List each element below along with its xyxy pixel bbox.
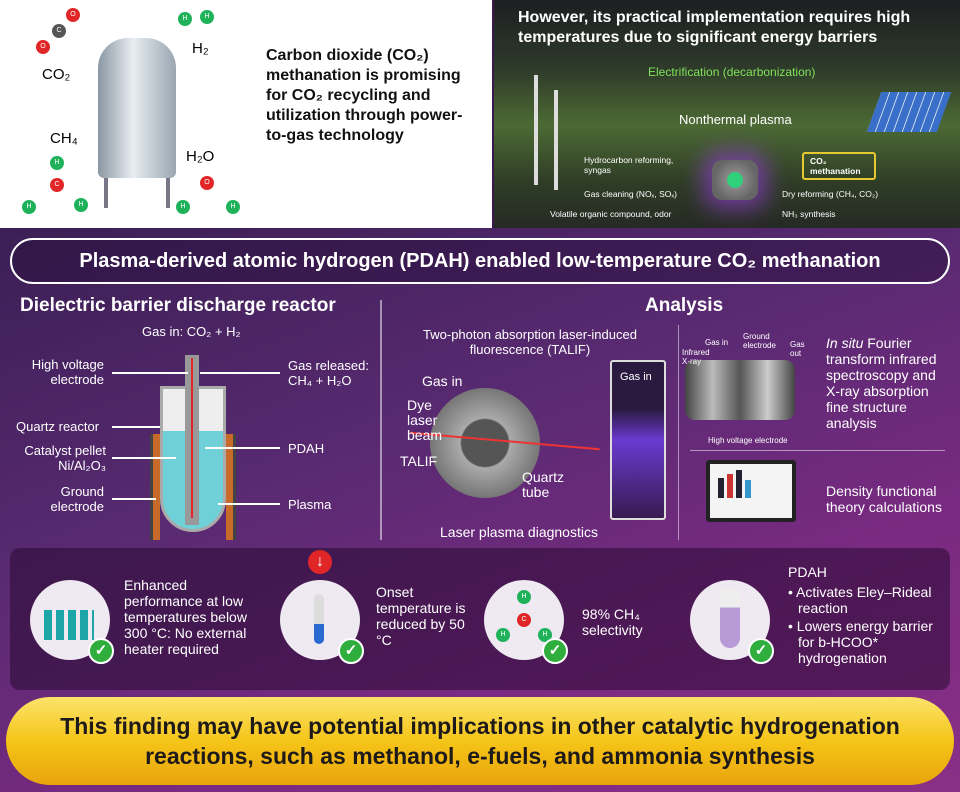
analysis-divider — [678, 325, 679, 540]
oxygen-atom: O — [36, 40, 50, 54]
hydrogen-atom: H — [200, 10, 214, 24]
gas-in-label: Gas in: CO₂ + H₂ — [142, 324, 241, 339]
cell-infrared-xray: Infrared X-ray — [682, 348, 710, 366]
app-co2-methanation: CO₂ methanation — [802, 152, 876, 180]
talif-title: Two-photon absorption laser-induced fluo… — [423, 327, 637, 357]
feature-selectivity: 98% CH₄ selectivity — [582, 606, 643, 638]
plasma-tube-box — [610, 360, 666, 520]
talif-label: TALIF — [400, 453, 438, 469]
check-icon: ✓ — [748, 638, 774, 664]
analysis-heading: Analysis — [645, 295, 724, 316]
down-arrow-icon: ↓ — [308, 550, 332, 574]
cell-ground-electrode: Ground electrode — [743, 332, 776, 350]
plasma-tube-gas-in: Gas in — [620, 371, 652, 383]
bar-icon — [718, 478, 724, 498]
oxygen-atom: O — [200, 176, 214, 190]
bullet-text: Lowers energy barrier for b-HCOO* hydrog… — [796, 618, 933, 666]
hydrogen-atom: H — [178, 12, 192, 26]
app-hydrocarbon: Hydrocarbon reforming, syngas — [584, 155, 674, 175]
nonthermal-plasma-label: Nonthermal plasma — [679, 112, 792, 127]
top-right-panel: However, its practical implementation re… — [494, 0, 960, 228]
gas-released-label: Gas released: CH₄ + H₂O — [288, 358, 369, 388]
carbon-atom: C — [50, 178, 64, 192]
app-voc: Volatile organic compound, odor — [550, 209, 672, 219]
co2-label: CO₂ — [42, 66, 71, 83]
catalyst-label: Catalyst pellet Ni/Al₂O₃ — [24, 443, 106, 473]
conclusion-text: This finding may have potential implicat… — [60, 713, 900, 769]
leader-line — [112, 498, 156, 500]
hydrogen-atom: H — [50, 156, 64, 170]
wind-turbine-icon — [554, 90, 558, 190]
insitu-cell-image — [685, 360, 795, 420]
app-gas-cleaning: Gas cleaning (NOₓ, SOₓ) — [584, 189, 677, 199]
hydrogen-atom: H — [176, 200, 190, 214]
cell-gas-in: Gas in — [705, 338, 729, 347]
app-dry-reforming: Dry reforming (CH₄, CO₂) — [782, 189, 879, 199]
catalyst-cluster-icon — [712, 160, 758, 200]
hydrogen-atom: H — [226, 200, 240, 214]
bar-icon — [727, 474, 733, 498]
talif-gas-in: Gas in — [422, 373, 463, 389]
hv-electrode-label: High voltage electrode — [31, 357, 104, 387]
carbon-atom: C — [52, 24, 66, 38]
co2-methanation-intro: Carbon dioxide (CO₂) methanation is prom… — [266, 47, 463, 144]
plasma-label: Plasma — [288, 497, 332, 512]
dft-label: Density functional theory calculations — [826, 483, 942, 515]
gas-flow-arrow — [191, 358, 193, 518]
solar-panel-icon — [866, 92, 952, 132]
feature-pdah-title: PDAH — [788, 564, 827, 580]
banner-text: Plasma-derived atomic hydrogen (PDAH) en… — [79, 250, 881, 272]
laser-plasma-diagnostics-label: Laser plasma diagnostics — [440, 524, 598, 540]
bullet-item: • Activates Eley–Rideal reaction — [788, 584, 932, 616]
h2-label: H₂ — [192, 40, 209, 57]
pdah-label: PDAH — [288, 441, 325, 456]
bar-icon — [745, 480, 751, 498]
check-icon: ✓ — [338, 638, 364, 664]
ground-electrode-right — [226, 434, 236, 540]
bullet-item: • Lowers energy barrier for b-HCOO* hydr… — [788, 618, 933, 666]
features-panel — [10, 548, 950, 690]
cell-hv-electrode: High voltage electrode — [708, 436, 788, 445]
tank-legs — [104, 178, 170, 208]
cell-gas-out: Gas out — [790, 340, 805, 358]
leader-line — [200, 372, 280, 374]
feature-performance: Enhanced performance at low temperatures… — [124, 577, 247, 657]
wind-turbine-icon — [534, 75, 538, 185]
conclusion-banner: This finding may have potential implicat… — [6, 697, 954, 785]
quartz-tube-label: Quartz tube — [522, 469, 565, 500]
insitu-italic: In situ — [826, 335, 864, 351]
leader-line — [112, 372, 188, 374]
bar-icon — [736, 470, 742, 498]
h2o-label: H₂O — [186, 148, 215, 165]
feature-pdah-bullets: • Activates Eley–Rideal reaction • Lower… — [788, 584, 948, 666]
ch4-label: CH₄ — [50, 130, 78, 147]
check-icon: ✓ — [542, 638, 568, 664]
ground-electrode-left — [150, 434, 160, 540]
check-icon: ✓ — [88, 638, 114, 664]
ground-electrode-label: Ground electrode — [50, 484, 104, 514]
insitu-description: In situ Fourier transform infrared spect… — [826, 335, 946, 431]
analysis-hr — [690, 450, 945, 451]
app-nh3-synthesis: NH₃ synthesis — [782, 209, 836, 219]
leader-line — [205, 447, 280, 449]
computer-monitor-icon — [706, 460, 796, 522]
dye-laser-label: Dye laser beam — [407, 397, 443, 443]
top-left-panel: O C O CO₂ H H H₂ CH₄ C H H H H₂O O H H C… — [0, 0, 492, 228]
bullet-text: Activates Eley–Rideal reaction — [796, 584, 932, 616]
section-divider-chevron — [380, 300, 382, 540]
insitu-text: Fourier transform infrared spectroscopy … — [826, 335, 937, 431]
leader-line — [112, 457, 176, 459]
hydrogen-atom: H — [22, 200, 36, 214]
quartz-reactor-label: Quartz reactor — [16, 419, 100, 434]
gas-tank-icon — [98, 38, 176, 178]
reactor-heading: Dielectric barrier discharge reactor — [20, 295, 336, 316]
pdah-banner: Plasma-derived atomic hydrogen (PDAH) en… — [10, 238, 950, 284]
energy-barrier-title: However, its practical implementation re… — [518, 9, 911, 46]
electrification-label: Electrification (decarbonization) — [648, 65, 816, 79]
oxygen-atom: O — [66, 8, 80, 22]
feature-onset: Onset temperature is reduced by 50 °C — [376, 584, 466, 648]
leader-line — [112, 426, 160, 428]
hydrogen-atom: H — [74, 198, 88, 212]
leader-line — [218, 503, 280, 505]
